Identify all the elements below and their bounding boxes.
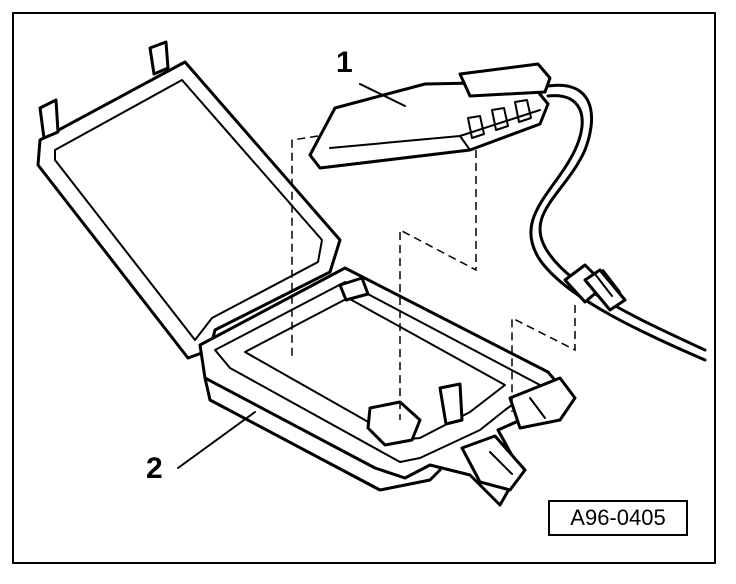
- housing-lid: [36, 40, 342, 360]
- control-unit: [308, 62, 552, 170]
- callout-number-2: 2: [146, 452, 163, 485]
- assembly-guides: [291, 135, 576, 420]
- figure-id-label: A96-0405: [548, 500, 688, 536]
- callout-number-1: 1: [336, 46, 353, 79]
- leader-line-1: [359, 83, 406, 107]
- leader-line-2: [177, 411, 256, 469]
- cable-plug: [563, 263, 627, 312]
- cable: [529, 83, 707, 362]
